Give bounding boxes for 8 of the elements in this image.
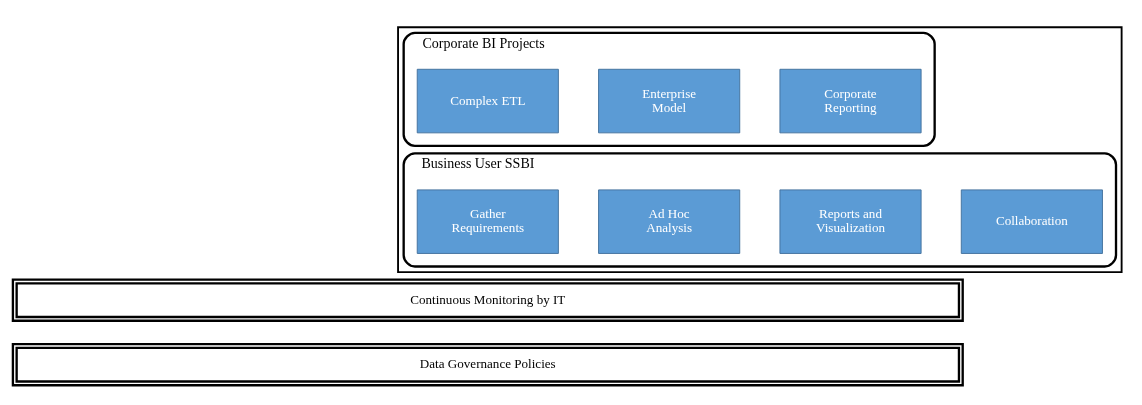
node-box: Reports and Visualization	[779, 189, 922, 254]
node-box: Corporate Reporting	[779, 68, 922, 134]
node-box: Collaboration	[960, 189, 1103, 254]
node-box: Gather Requirements	[416, 189, 559, 254]
node-box: Enterprise Model	[598, 68, 741, 134]
node-box: Ad Hoc Analysis	[598, 189, 741, 254]
node-box: Complex ETL	[416, 68, 559, 134]
cluster	[397, 26, 1123, 274]
